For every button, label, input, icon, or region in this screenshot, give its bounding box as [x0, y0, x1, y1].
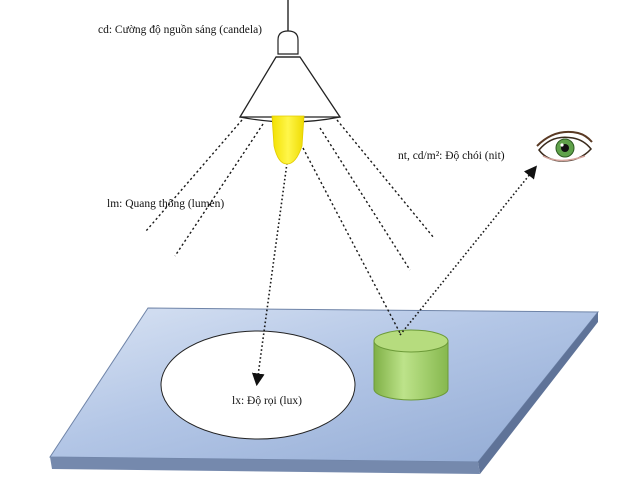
ray-far-left	[145, 119, 243, 232]
lumen-label: lm: Quang thông (lumen)	[107, 198, 224, 210]
candela-label: cd: Cường độ nguồn sáng (candela)	[98, 23, 262, 36]
bulb	[271, 115, 305, 165]
ray-mid-right	[319, 127, 411, 271]
ray-left	[174, 123, 264, 257]
green-cylinder	[373, 329, 449, 401]
eye-icon	[536, 130, 593, 162]
ray-right	[302, 147, 401, 334]
luminance-arrow	[399, 165, 538, 336]
luminance-label: nt, cd/m²: Độ chói (nit)	[398, 150, 505, 162]
lux-label: lx: Độ rọi (lux)	[232, 395, 302, 407]
lit-area-ellipse	[160, 330, 356, 440]
illuminance-arrow	[251, 162, 288, 387]
lamp-icon	[238, 0, 342, 165]
ray-far-right	[336, 119, 435, 239]
light-rays	[145, 119, 435, 334]
